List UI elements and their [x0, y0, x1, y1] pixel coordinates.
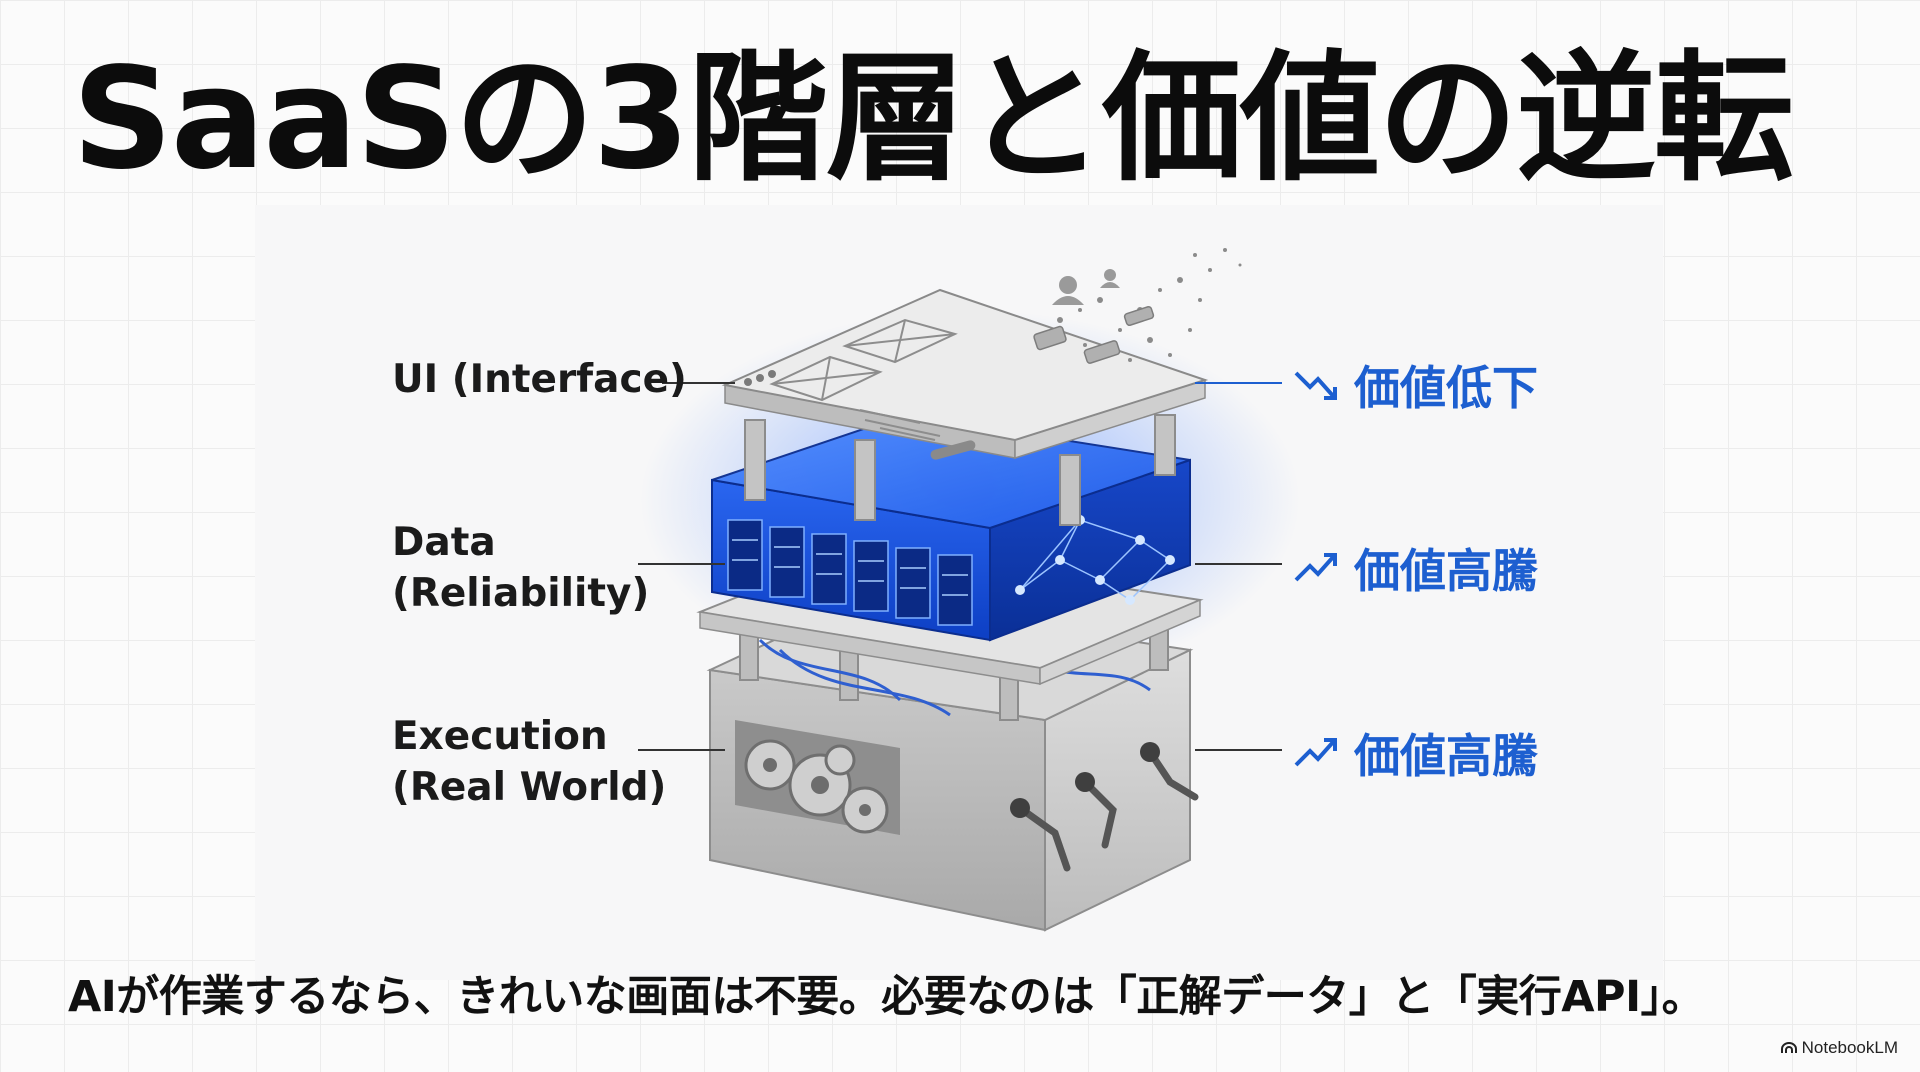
caption: AIが作業するなら、きれいな画面は不要。必要なのは「正解データ」と「実行API」…: [68, 962, 1704, 1024]
trend-up-icon: [1292, 548, 1342, 588]
layer-subtitle: (Reliability): [392, 569, 649, 620]
layer-subtitle: (Real World): [392, 763, 666, 814]
brand-badge: NotebookLM: [1781, 1038, 1898, 1058]
value-label: 価値高騰: [1354, 720, 1538, 786]
value-tag-data: 価値高騰: [1292, 535, 1538, 601]
brand-name: NotebookLM: [1802, 1038, 1898, 1058]
layer-name: UI (Interface): [392, 355, 687, 406]
layer-name: Execution: [392, 712, 666, 763]
user-avatar-icons: [1052, 269, 1120, 305]
value-label: 価値高騰: [1354, 535, 1538, 601]
layer-label-data: Data (Reliability): [392, 518, 649, 619]
layer-name: Data: [392, 518, 649, 569]
trend-down-icon: [1292, 365, 1342, 405]
notebooklm-logo-icon: [1781, 1042, 1797, 1054]
layer-label-ui: UI (Interface): [392, 355, 687, 406]
value-label: 価値低下: [1354, 352, 1538, 418]
value-tag-execution: 価値高騰: [1292, 720, 1538, 786]
layer-label-execution: Execution (Real World): [392, 712, 666, 813]
value-tag-ui: 価値低下: [1292, 352, 1538, 418]
trend-up-icon: [1292, 733, 1342, 773]
